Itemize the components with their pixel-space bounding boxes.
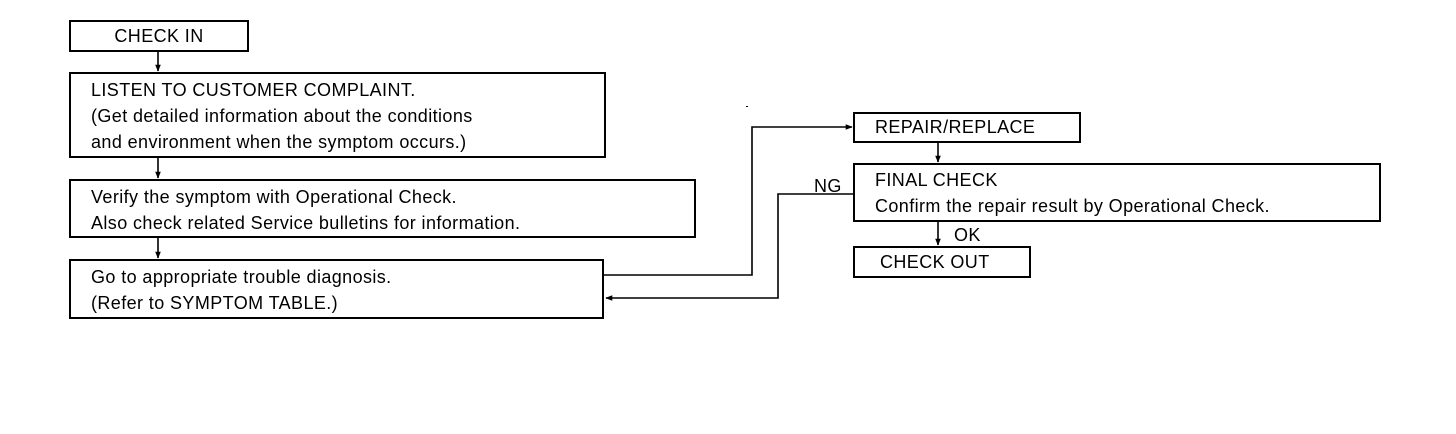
final-check-line-1: FINAL CHECK — [875, 170, 998, 190]
final-check-box: FINAL CHECK Confirm the repair result by… — [853, 163, 1381, 222]
listen-complaint-box: LISTEN TO CUSTOMER COMPLAINT. (Get detai… — [69, 72, 606, 158]
check-in-label: CHECK IN — [114, 26, 204, 46]
listen-line-2: (Get detailed information about the cond… — [91, 106, 473, 126]
check-in-box: CHECK IN — [69, 20, 249, 52]
arrow-final-ng-to-diagnosis — [605, 193, 853, 301]
listen-line-1: LISTEN TO CUSTOMER COMPLAINT. — [91, 80, 416, 100]
verify-line-1: Verify the symptom with Operational Chec… — [91, 187, 457, 207]
arrow-diagnosis-to-repair — [604, 124, 853, 276]
verify-symptom-box: Verify the symptom with Operational Chec… — [69, 179, 696, 238]
stray-dot — [746, 106, 748, 107]
diagnosis-line-1: Go to appropriate trouble diagnosis. — [91, 267, 392, 287]
repair-replace-box: REPAIR/REPLACE — [853, 112, 1081, 143]
listen-line-3: and environment when the symptom occurs.… — [91, 132, 467, 152]
ok-label: OK — [954, 225, 981, 245]
repair-label: REPAIR/REPLACE — [875, 117, 1036, 137]
trouble-diagnosis-box: Go to appropriate trouble diagnosis. (Re… — [69, 259, 604, 319]
verify-line-2: Also check related Service bulletins for… — [91, 213, 521, 233]
check-out-label: CHECK OUT — [880, 252, 990, 272]
final-check-line-2: Confirm the repair result by Operational… — [875, 196, 1270, 216]
check-out-box: CHECK OUT — [853, 246, 1031, 278]
diagnosis-line-2: (Refer to SYMPTOM TABLE.) — [91, 293, 339, 313]
ng-label: NG — [814, 176, 842, 196]
